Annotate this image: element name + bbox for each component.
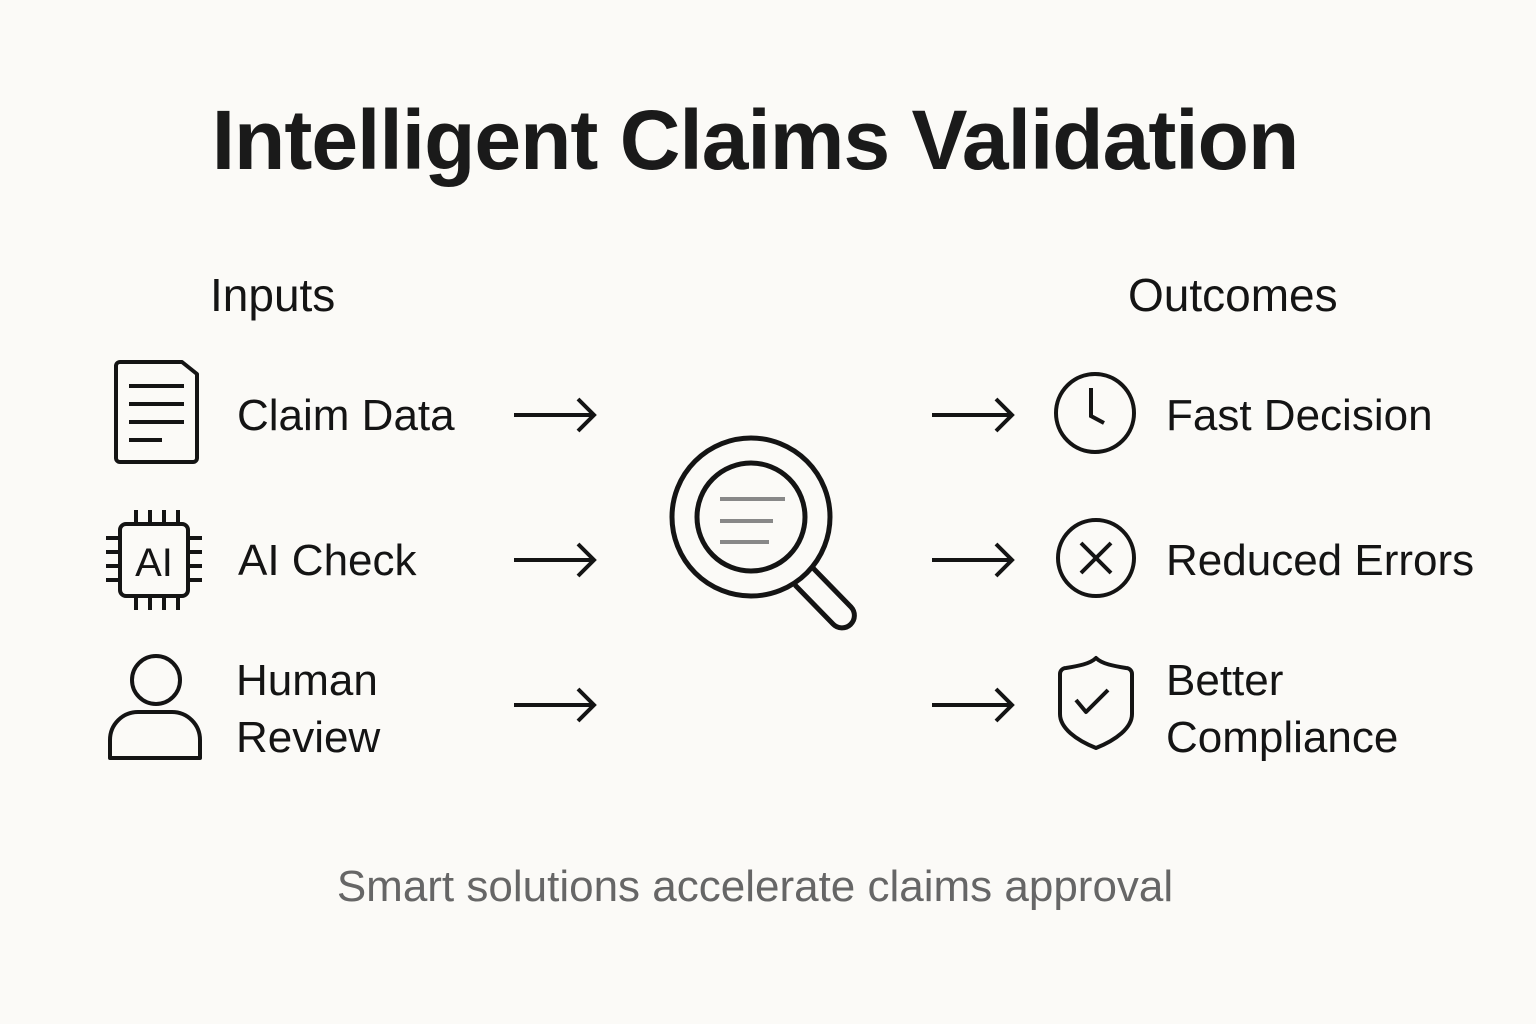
page-title: Intelligent Claims Validation [211,93,1300,187]
input-label-ai-check: AI Check [238,536,417,585]
arrow-right-icon [932,397,1015,433]
ai-chip-text: AI [135,541,173,585]
arrow-right-icon [514,687,597,723]
document-icon [114,360,199,464]
arrow-right-icon [932,687,1015,723]
input-label-human-review: Human Review [236,652,380,766]
shield-check-icon [1058,656,1134,750]
footer-tagline: Smart solutions accelerate claims approv… [336,862,1174,911]
outcome-label-line2: Compliance [1166,713,1399,762]
x-circle-icon [1056,518,1136,598]
outcome-label-line1: Better [1166,656,1284,705]
clock-icon [1054,372,1136,454]
ai-chip-icon: AI [106,510,202,610]
outcome-label-fast-decision: Fast Decision [1166,391,1433,440]
magnifier-icon [669,435,857,631]
arrow-right-icon [514,397,597,433]
outcomes-heading: Outcomes [1128,269,1338,321]
inputs-heading: Inputs [210,269,336,321]
input-label-line2: Review [236,713,381,762]
input-label-claim-data: Claim Data [237,391,455,440]
outcome-label-better-compliance: Better Compliance [1166,652,1398,766]
arrow-right-icon [514,542,597,578]
input-label-line1: Human [236,656,378,705]
arrow-right-icon [932,542,1015,578]
person-icon [108,654,202,760]
outcome-label-reduced-errors: Reduced Errors [1166,536,1475,585]
